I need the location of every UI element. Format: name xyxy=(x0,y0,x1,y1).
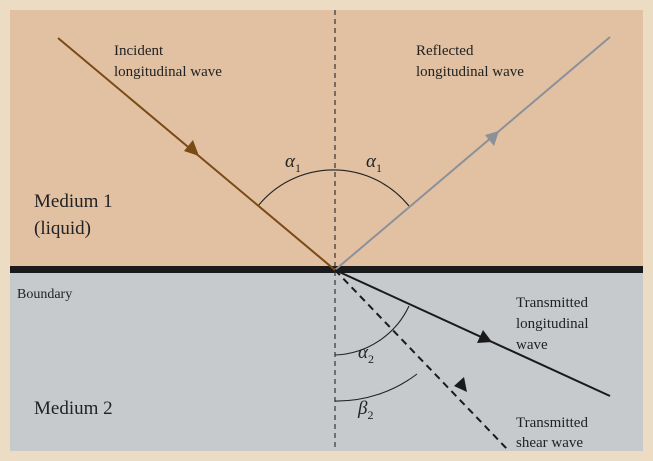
alpha2-arc xyxy=(334,305,410,356)
transmitted-longitudinal-label-line1: Transmitted xyxy=(516,295,588,311)
alpha2-label: α2 xyxy=(358,342,374,366)
transmitted-shear-label-line1: Transmitted xyxy=(516,415,588,431)
alpha1-right-label: α1 xyxy=(366,151,382,175)
transmitted-longitudinal-label-line2: longitudinal xyxy=(516,316,589,332)
incident-label-line2: longitudinal wave xyxy=(114,64,222,80)
beta2-label: β2 xyxy=(357,398,373,422)
medium1-region xyxy=(10,10,643,268)
medium2-region xyxy=(10,272,643,451)
reflected-label-line2: longitudinal wave xyxy=(416,64,524,80)
alpha1-arc xyxy=(257,169,410,207)
beta2-arc xyxy=(334,373,418,402)
reflected-label-line1: Reflected xyxy=(416,43,474,59)
reflected-ray xyxy=(334,36,611,271)
boundary-line xyxy=(10,266,643,273)
transmitted-shear-label-line2: shear wave xyxy=(516,435,583,451)
medium1-label-line2: (liquid) xyxy=(34,218,91,239)
transmitted-arrowhead-icon xyxy=(477,330,492,343)
incident-arrowhead-icon xyxy=(184,140,199,156)
transmitted-longitudinal-label-line3: wave xyxy=(516,337,548,353)
boundary-label: Boundary xyxy=(17,287,72,302)
medium1-label-line1: Medium 1 xyxy=(34,191,113,212)
alpha1-left-label: α1 xyxy=(285,151,301,175)
reflected-arrowhead-icon xyxy=(485,131,499,146)
shear-arrowhead-icon xyxy=(454,377,467,392)
transmitted-longitudinal-ray xyxy=(334,269,611,397)
transmitted-shear-ray xyxy=(334,269,510,452)
medium2-label: Medium 2 xyxy=(34,398,113,419)
incident-label-line1: Incident xyxy=(114,43,164,59)
